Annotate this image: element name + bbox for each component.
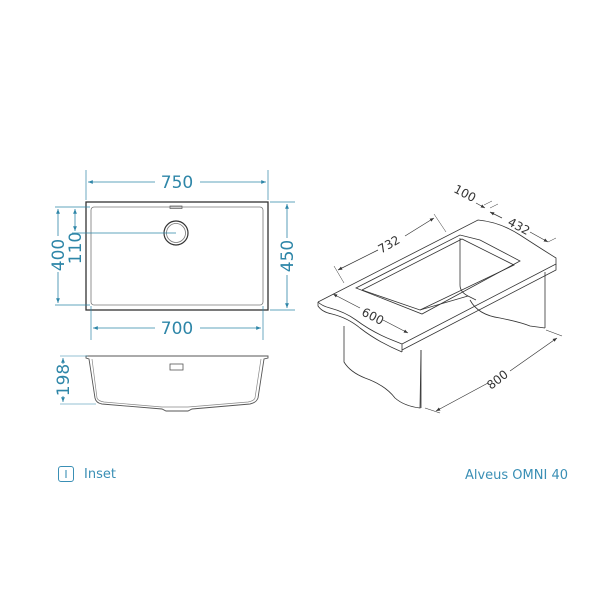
side-view: 198 xyxy=(54,355,269,412)
dim-cabinet-width: 800 xyxy=(484,367,511,392)
dim-inner-width: 700 xyxy=(161,319,193,339)
isometric-view: 800 600 732 432 100 xyxy=(317,182,563,414)
dim-drain-offset: 110 xyxy=(66,232,86,264)
dim-back-offset: 100 xyxy=(451,182,478,205)
install-type-label: Inset xyxy=(84,466,116,482)
dim-cabinet-depth: 600 xyxy=(359,305,386,328)
product-name: Alveus OMNI 40 xyxy=(464,468,568,483)
inset-icon: I xyxy=(58,466,74,482)
install-type: I Inset xyxy=(58,466,116,482)
overflow-slot xyxy=(169,205,183,209)
dim-outer-depth: 450 xyxy=(278,240,298,272)
dim-height: 198 xyxy=(54,364,74,396)
sink-cutout xyxy=(355,234,521,315)
sink-inner-bowl xyxy=(90,206,264,306)
top-view: 750 700 450 400 110 xyxy=(49,170,298,340)
overflow-slot-side xyxy=(169,363,184,371)
dim-outer-width: 750 xyxy=(161,173,193,193)
countertop xyxy=(317,219,557,352)
dim-inner-depth: 400 xyxy=(49,239,69,271)
sink-side-profile xyxy=(85,355,269,412)
cabinet xyxy=(343,326,422,409)
sink-outer-rim xyxy=(85,201,269,311)
dim-cutout-width: 732 xyxy=(376,233,403,257)
